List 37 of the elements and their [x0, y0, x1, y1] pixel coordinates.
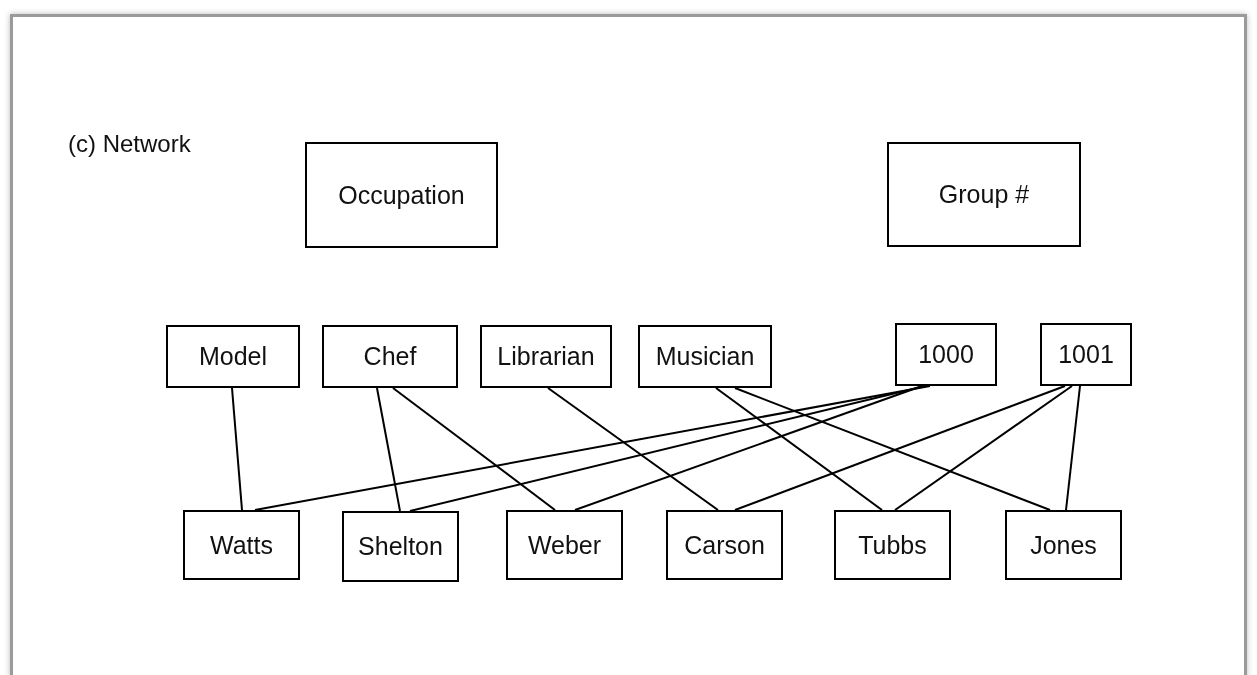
node-label: 1000: [918, 340, 974, 369]
node-label: Tubbs: [858, 530, 927, 560]
node-box: [1005, 510, 1122, 580]
node-label: Musician: [655, 342, 755, 371]
node-label: Carson: [684, 530, 765, 560]
node-box: [1040, 323, 1132, 386]
node-label: Jones: [1030, 530, 1097, 560]
connector-line: [376, 387, 401, 512]
node-box: [183, 510, 300, 580]
node-box: [834, 510, 951, 580]
node-label: Weber: [527, 530, 602, 560]
connector-line: [1065, 385, 1081, 511]
node-box: [506, 510, 623, 580]
node-box: [887, 142, 1081, 247]
node-box: [638, 325, 772, 388]
connector-line: [547, 387, 719, 511]
diagram-title: (c) Network: [68, 130, 191, 158]
node-label: 1001: [1058, 340, 1114, 369]
connector-line: [894, 385, 1073, 511]
node-label: Librarian: [497, 342, 595, 371]
connector-line: [715, 387, 883, 511]
node-label: Group #: [938, 180, 1030, 209]
node-box: [166, 325, 300, 388]
node-label: Occupation: [338, 180, 465, 210]
node-label: Chef: [363, 342, 417, 371]
connector-line: [392, 387, 556, 511]
node-box: [322, 325, 458, 388]
connector-line: [231, 387, 243, 511]
connector-line: [254, 385, 931, 511]
node-label: Model: [198, 342, 268, 371]
node-box: [305, 142, 498, 248]
node-label: Shelton: [358, 532, 443, 561]
node-box: [895, 323, 997, 386]
node-box: [342, 511, 459, 582]
node-box: [666, 510, 783, 580]
node-label: Watts: [210, 530, 273, 560]
node-box: [480, 325, 612, 388]
